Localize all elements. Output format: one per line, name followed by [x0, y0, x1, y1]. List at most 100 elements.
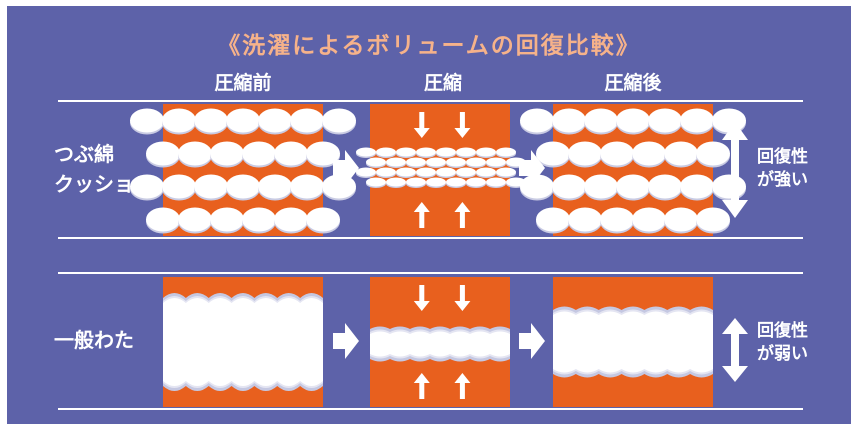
- bead: [146, 141, 180, 166]
- bead: [664, 207, 698, 232]
- bead: [476, 167, 496, 177]
- bead: [616, 174, 650, 199]
- beads-after-panel: [520, 104, 746, 236]
- bead: [406, 157, 426, 167]
- fiber-before-panel: [163, 277, 323, 407]
- effect-label-strong: 回復性 が強い: [757, 146, 808, 192]
- bead: [146, 207, 180, 232]
- column-header-after: 圧縮後: [604, 72, 662, 94]
- arrow-up-icon: [413, 202, 430, 228]
- bead: [696, 207, 730, 232]
- flow-arrow-right-icon: [333, 150, 359, 186]
- arrow-up-icon: [454, 373, 471, 399]
- bead: [536, 207, 570, 232]
- bead: [178, 207, 212, 232]
- bead: [274, 207, 308, 232]
- bead: [486, 157, 506, 167]
- bead: [466, 157, 486, 167]
- bead: [584, 174, 618, 199]
- row-label-line: 一般わた: [54, 328, 134, 352]
- beads-compressed-panel: [356, 104, 526, 236]
- bead: [366, 177, 386, 187]
- row-label-line: つぶ綿: [54, 142, 114, 166]
- bead: [274, 141, 308, 166]
- bead: [632, 207, 666, 232]
- bead: [552, 174, 586, 199]
- diagram-title: 《洗濯によるボリュームの回復比較》: [217, 33, 641, 59]
- bead: [366, 157, 386, 167]
- flow-arrow-right-icon: [519, 150, 545, 186]
- bead: [520, 174, 554, 199]
- bead: [242, 207, 276, 232]
- arrow-up-icon: [454, 202, 471, 228]
- bead: [290, 174, 324, 199]
- bead: [386, 157, 406, 167]
- bead: [226, 108, 260, 133]
- beads-before-panel: [130, 104, 356, 236]
- bead: [258, 108, 292, 133]
- bead: [446, 157, 466, 167]
- bead: [648, 174, 682, 199]
- arrow-up-icon: [413, 373, 430, 399]
- bead: [520, 108, 554, 133]
- effect-label-line: 回復性: [757, 321, 808, 341]
- arrow-down-icon: [454, 285, 471, 311]
- arrow-down-icon: [454, 112, 471, 138]
- bead: [386, 177, 406, 187]
- bead: [496, 147, 516, 157]
- bead: [456, 167, 476, 177]
- bead: [436, 167, 456, 177]
- bead: [306, 141, 340, 166]
- bead: [416, 147, 436, 157]
- effect-label-line: が弱い: [757, 344, 808, 364]
- bead: [376, 147, 396, 157]
- bead: [632, 141, 666, 166]
- flow-arrow-right-icon: [333, 323, 359, 359]
- fiber-compressed-panel: [370, 277, 510, 407]
- bead: [446, 177, 466, 187]
- bead: [664, 141, 698, 166]
- bead: [242, 141, 276, 166]
- bead: [178, 141, 212, 166]
- bead: [258, 174, 292, 199]
- bead: [194, 174, 228, 199]
- bead: [568, 207, 602, 232]
- bead: [680, 174, 714, 199]
- bead: [396, 167, 416, 177]
- bead: [696, 141, 730, 166]
- bead: [322, 108, 356, 133]
- row-label-ippanwata: 一般わた: [54, 325, 134, 355]
- double-arrow-vertical-icon: [722, 318, 748, 382]
- double-arrow-vertical-icon: [722, 122, 748, 218]
- bead: [466, 177, 486, 187]
- bead: [426, 177, 446, 187]
- bead: [376, 167, 396, 177]
- row1-top-rule: [58, 100, 803, 102]
- bead: [226, 174, 260, 199]
- bead: [568, 141, 602, 166]
- bead: [476, 147, 496, 157]
- arrow-down-icon: [413, 112, 430, 138]
- fiber-layer-core: [163, 298, 323, 386]
- bead: [600, 207, 634, 232]
- bead: [210, 207, 244, 232]
- bead: [456, 147, 476, 157]
- column-header-before: 圧縮前: [214, 72, 272, 94]
- bead: [436, 147, 456, 157]
- row2-bottom-rule: [58, 408, 803, 410]
- bead: [536, 141, 570, 166]
- bead: [306, 207, 340, 232]
- bead: [130, 174, 164, 199]
- bead: [616, 108, 650, 133]
- bead: [426, 157, 446, 167]
- bead: [396, 147, 416, 157]
- flow-arrow-right-icon: [519, 323, 545, 359]
- bead: [356, 167, 376, 177]
- bead: [210, 141, 244, 166]
- bead: [486, 177, 506, 187]
- column-header-compressed: 圧縮: [423, 72, 462, 94]
- bead: [162, 174, 196, 199]
- bead: [648, 108, 682, 133]
- bead: [552, 108, 586, 133]
- bead: [584, 108, 618, 133]
